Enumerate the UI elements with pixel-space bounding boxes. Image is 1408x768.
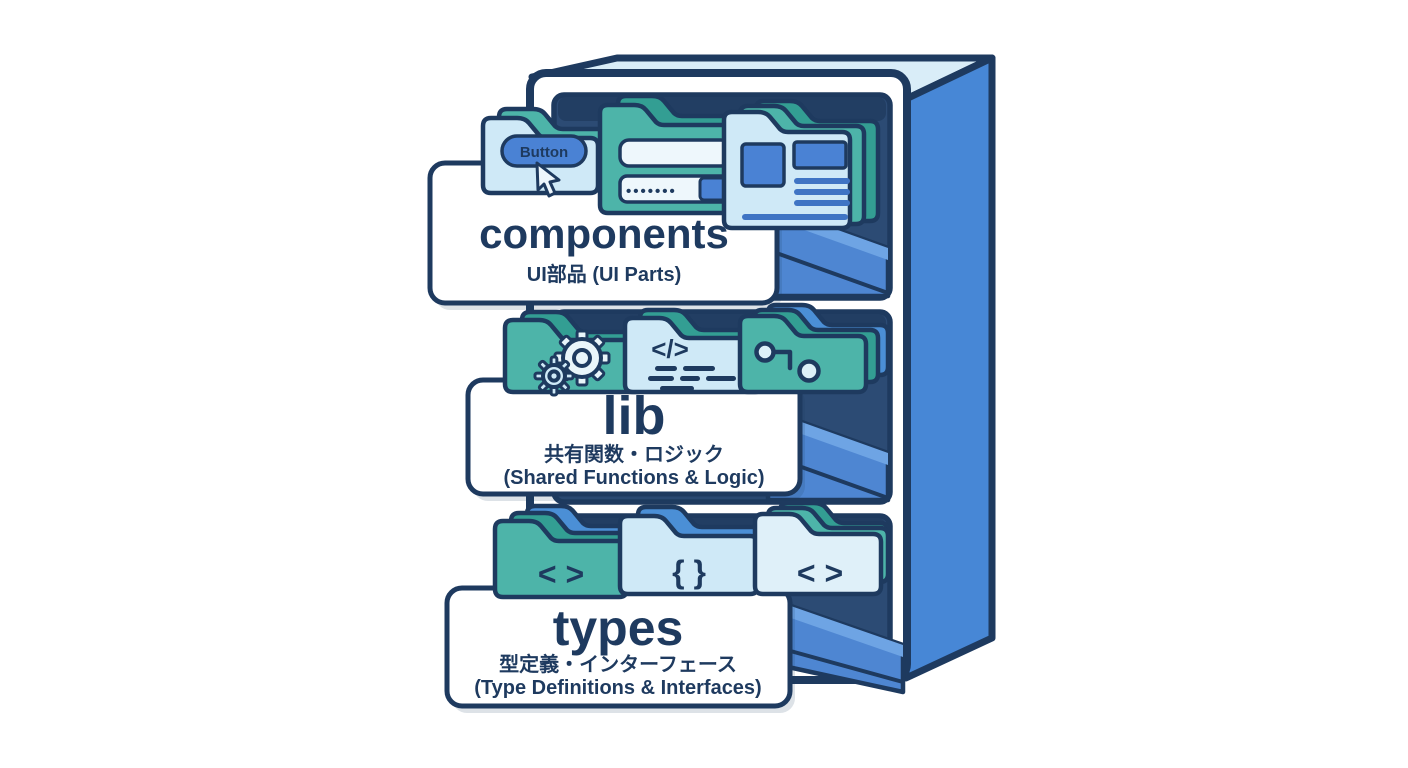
folder-angle2 xyxy=(752,511,884,597)
text-line xyxy=(794,200,850,206)
text-line xyxy=(794,178,850,184)
curly-braces-icon: { } xyxy=(672,554,706,590)
cursor-icon xyxy=(535,161,561,198)
drawer-subtitle-types-ja: 型定義・インターフェース xyxy=(499,652,737,676)
image-placeholder-icon xyxy=(740,142,786,188)
password-dots: ••••••• xyxy=(626,183,677,200)
node-graph-icon xyxy=(754,341,821,383)
code-line xyxy=(660,386,694,391)
text-line xyxy=(794,189,850,195)
code-icon: </> xyxy=(651,334,689,364)
button-label: Button xyxy=(520,144,568,161)
drawer-title-components: components xyxy=(479,210,729,257)
text-line-wide xyxy=(742,214,848,220)
drawer-components-folders: Button ••••••• xyxy=(480,93,853,231)
drawer-subtitle-lib-en: (Shared Functions & Logic) xyxy=(503,467,764,489)
gear-icon xyxy=(553,329,611,387)
drawer-subtitle-components: UI部品 (UI Parts) xyxy=(527,262,681,286)
button-pill xyxy=(500,134,588,168)
drawer-subtitle-lib-ja: 共有関数・ロジック xyxy=(544,442,724,466)
folder-nodes xyxy=(737,313,869,395)
cabinet-side-face xyxy=(902,54,996,682)
code-line xyxy=(648,376,674,381)
drawer-lib-folders: </> xyxy=(502,302,891,397)
code-line xyxy=(655,366,677,371)
label-card-lib: lib 共有関数・ロジック (Shared Functions & Logic) xyxy=(465,377,805,501)
code-line xyxy=(706,376,736,381)
drawer-subtitle-types-en: (Type Definitions & Interfaces) xyxy=(474,677,761,699)
label-card-types: types 型定義・インターフェース (Type Definitions & I… xyxy=(444,585,795,713)
drawer-title-lib: lib xyxy=(603,386,666,446)
text-input-icon xyxy=(618,138,732,168)
drawer-title-types: types xyxy=(553,600,684,656)
angle-brackets-icon-2: < > xyxy=(797,555,843,591)
code-line xyxy=(680,376,700,381)
angle-brackets-icon: < > xyxy=(538,556,584,592)
code-line xyxy=(683,366,715,371)
small-gear-icon xyxy=(533,355,575,397)
drawer-types-folders: < > { } < > xyxy=(492,500,891,600)
card-header-block xyxy=(792,140,848,170)
